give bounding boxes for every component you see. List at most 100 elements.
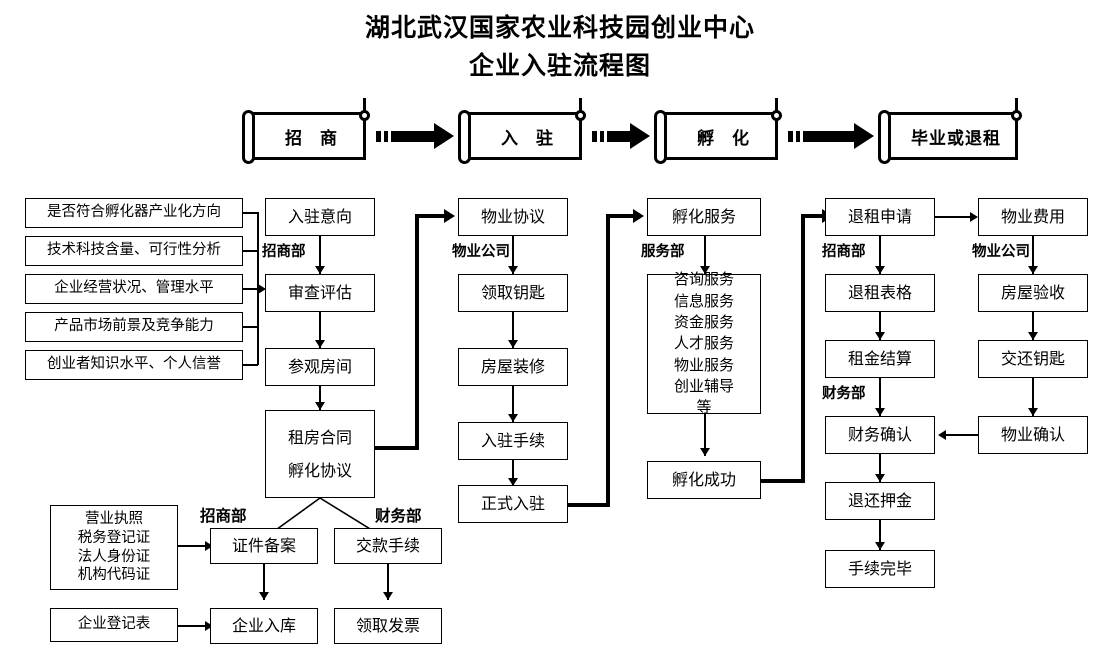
step-label: 入驻手续 (480, 431, 545, 451)
link-documents-filing-line (178, 545, 210, 547)
conn-form-rent-settle-arrow (875, 332, 885, 340)
page-title-line1: 湖北武汉国家农业科技园创业中心 (364, 13, 755, 42)
step-label: 领取发票 (355, 616, 420, 636)
documents-box: 营业执照 税务登记证 法人身份证 机构代码证 (50, 505, 178, 590)
step-refund-deposit: 退还押金 (825, 482, 935, 520)
step-property-fee: 物业费用 (978, 198, 1088, 236)
service-item: 信息服务 (673, 291, 734, 310)
arrow-nub (592, 131, 597, 142)
link-incubate-exit-h2 (801, 214, 823, 218)
step-label: 物业费用 (1000, 207, 1065, 227)
step-label: 正式入驻 (480, 494, 545, 514)
step-finance-confirm: 财务确认 (825, 416, 935, 454)
link-propconfirm-financeconfirm-arrow (938, 430, 946, 440)
step-official-movein: 正式入驻 (458, 485, 568, 523)
stage-arrow-2 (592, 123, 650, 149)
arrow-tail (803, 131, 854, 142)
step-label: 房屋装修 (480, 357, 545, 377)
step-intent: 入驻意向 (265, 198, 375, 236)
arrow-tail (607, 131, 630, 142)
criteria-box-3: 企业经营状况、管理水平 (25, 274, 243, 304)
arrow-nub (788, 131, 793, 142)
step-payment-procedure: 交款手续 (334, 528, 442, 564)
step-label: 参观房间 (287, 357, 352, 377)
service-item: 创业辅导 (673, 376, 734, 395)
link-movein-incubate-h1 (568, 503, 610, 507)
service-item: 人才服务 (673, 334, 734, 353)
service-item: 咨询服务 (673, 270, 734, 289)
conn-renovate-procedure-arrow (508, 414, 518, 422)
conn-fee-inspect-arrow (1028, 266, 1038, 274)
conn-returnkey-confirm (1032, 378, 1034, 416)
step-renovation: 房屋装修 (458, 348, 568, 386)
conn-agreement-key (512, 236, 514, 274)
dept-label-finance: 财务部 (822, 386, 866, 402)
conn-settle-finance (879, 378, 881, 416)
conn-inspect-returnkey (1032, 312, 1034, 340)
link-incubate-exit-v (801, 214, 805, 483)
step-exit-application: 退租申请 (825, 198, 935, 236)
dept-label-bottom-finance: 财务部 (375, 507, 422, 525)
step-label: 证件备案 (231, 536, 296, 556)
stage-banner-label: 入 驻 (501, 128, 559, 149)
conn-filing-enterdb-arrow (259, 592, 269, 600)
criteria-label: 产品市场前景及竞争能力 (54, 318, 214, 335)
conn-agreement-key-arrow (508, 266, 518, 274)
step-label: 财务确认 (847, 425, 912, 445)
step-label: 物业确认 (1000, 425, 1065, 445)
criteria-stub-5 (243, 364, 258, 366)
conn-finance-deposit (879, 454, 881, 482)
contract-line-1: 租房合同 (287, 427, 352, 447)
link-contract-property-arrow (444, 209, 455, 223)
conn-filing-enterdb (263, 564, 265, 600)
criteria-box-5: 创业者知识水平、个人信誉 (25, 350, 243, 380)
link-movein-incubate-arrow (633, 209, 644, 223)
conn-form-rent-settle (879, 312, 881, 340)
conn-payment-invoice (387, 564, 389, 600)
conn-settle-finance-arrow (875, 408, 885, 416)
step-label: 企业登记表 (77, 616, 151, 633)
step-label: 手续完毕 (847, 559, 912, 579)
conn-finance-deposit-arrow (875, 474, 885, 482)
criteria-to-review-arrow (258, 284, 266, 294)
conn-exitapp-form-arrow (875, 266, 885, 274)
dept-label-bottom-recruit: 招商部 (200, 507, 247, 525)
service-item: 物业服务 (673, 355, 734, 374)
dept-label-property-movein: 物业公司 (452, 244, 510, 260)
conn-payment-invoice-arrow (383, 592, 393, 600)
stage-banner-label: 毕业或退租 (911, 128, 1001, 149)
document-item: 营业执照 (85, 511, 143, 528)
conn-deposit-done (879, 520, 881, 550)
banner-pin-icon (1011, 98, 1022, 121)
conn-intent-review (319, 236, 321, 274)
conn-exitapp-form (879, 236, 881, 274)
step-label: 交款手续 (355, 536, 420, 556)
document-item: 机构代码证 (77, 567, 151, 584)
criteria-stub-1 (243, 212, 258, 214)
document-item: 税务登记证 (77, 529, 151, 546)
step-return-key: 交还钥匙 (978, 340, 1088, 378)
step-property-confirm: 物业确认 (978, 416, 1088, 454)
conn-visit-contract-arrow (315, 402, 325, 410)
criteria-box-4: 产品市场前景及竞争能力 (25, 312, 243, 342)
conn-service-list (704, 236, 706, 274)
document-item: 法人身份证 (77, 548, 151, 565)
criteria-label: 企业经营状况、管理水平 (54, 280, 214, 297)
conn-procedure-official-arrow (508, 478, 518, 486)
step-label: 物业协议 (480, 207, 545, 227)
criteria-box-1: 是否符合孵化器产业化方向 (25, 198, 243, 228)
criteria-stub-2 (243, 250, 258, 252)
contract-line-2: 孵化协议 (287, 460, 352, 480)
conn-inspect-returnkey-arrow (1028, 332, 1038, 340)
service-list-box: 咨询服务 信息服务 资金服务 人才服务 物业服务 创业辅导 等 (647, 270, 761, 416)
step-property-agreement: 物业协议 (458, 198, 568, 236)
registration-form-box: 企业登记表 (50, 608, 178, 642)
link-exitapp-propertyfee-arrow (970, 212, 978, 222)
service-item: 资金服务 (673, 313, 734, 332)
criteria-stub-3 (243, 288, 258, 290)
arrow-nub (796, 131, 800, 142)
link-contract-property-v (415, 214, 419, 450)
link-regform-enterdb-arrow (205, 621, 213, 631)
criteria-box-2: 技术科技含量、可行性分析 (25, 236, 243, 266)
